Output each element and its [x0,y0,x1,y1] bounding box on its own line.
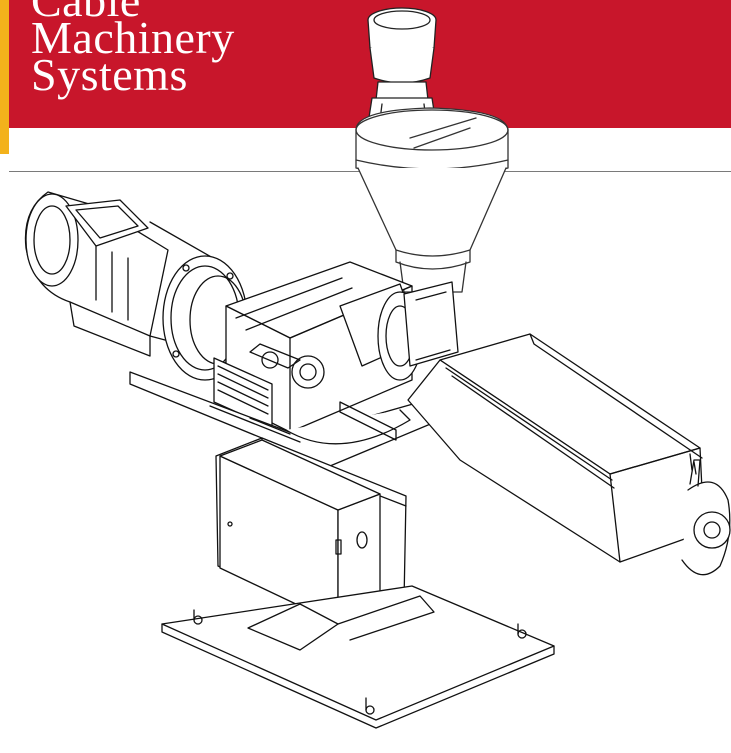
base-frame [129,371,441,467]
hopper [355,107,509,293]
die-head [681,459,731,576]
brand-title-line-3: Systems [31,49,188,100]
barrel-coupling [339,281,459,381]
barrel-jacket [407,333,705,563]
hopper-cap [367,7,437,125]
header-banner [0,0,731,128]
floor-plate [161,585,555,729]
motor [24,191,221,357]
accent-bar [0,0,9,154]
control-cabinet [219,439,381,647]
brand-title: Cable Machinery Systems [31,0,235,100]
brand-title-line-2: Machinery [31,12,235,63]
brand-title-line-1: Cable [31,0,141,26]
